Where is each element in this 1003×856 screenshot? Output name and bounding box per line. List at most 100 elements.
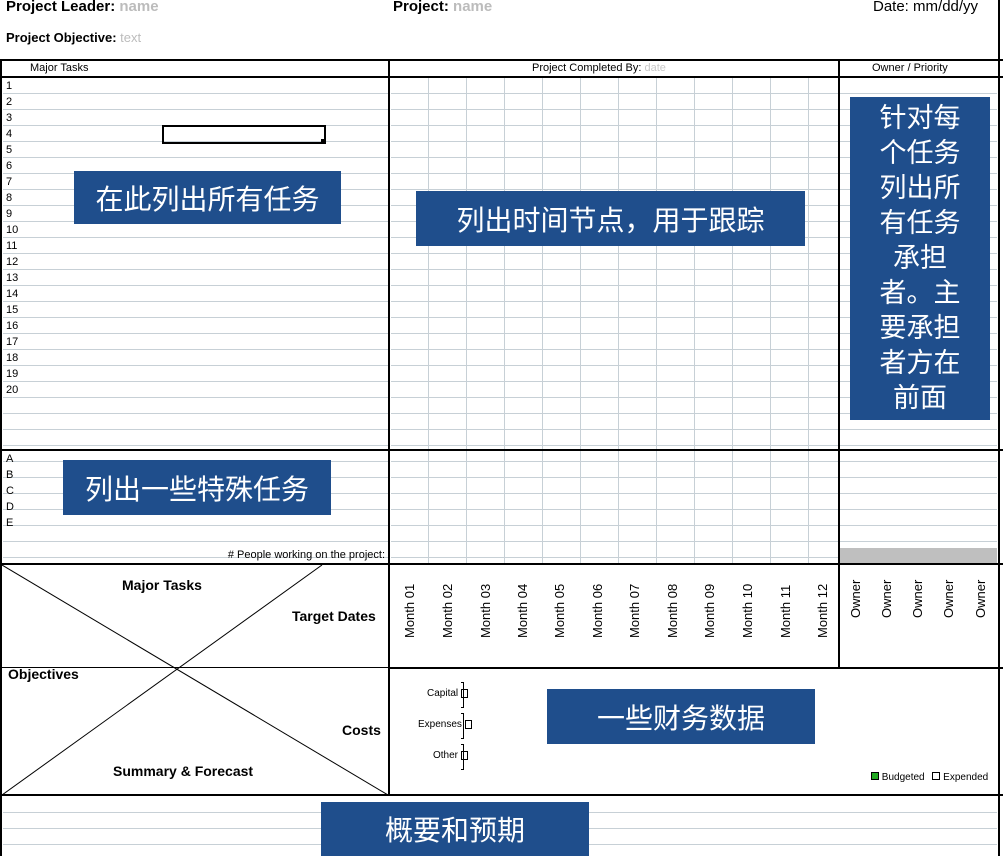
date-label: Date:	[873, 0, 909, 15]
other-label: Other	[433, 750, 459, 761]
completed-by-value[interactable]: date	[644, 62, 666, 74]
legend-expended: Expended	[943, 772, 989, 783]
owner-label: Owner	[973, 579, 988, 618]
project-field: Project: name	[393, 0, 492, 15]
project-label: Project:	[393, 0, 449, 15]
callout-special: 列出一些特殊任务	[63, 460, 331, 515]
task-number: 4	[6, 128, 13, 140]
owner-label: Owner	[941, 579, 956, 618]
task-number: 1	[6, 80, 13, 92]
task-number: 5	[6, 144, 13, 156]
tasks-right-border	[388, 59, 390, 796]
callout-summary: 概要和预期	[321, 802, 589, 856]
matrix-costs-label: Costs	[342, 722, 381, 738]
matrix-top-line	[0, 563, 1003, 565]
capital-bracket	[461, 682, 464, 708]
completed-by-label: Project Completed By:	[532, 62, 642, 74]
project-leader-value[interactable]: name	[119, 0, 159, 15]
expenses-row: Expenses	[418, 719, 472, 730]
capital-bar	[461, 688, 469, 698]
completed-by-header: Project Completed By: date	[532, 62, 666, 74]
matrix-bottom-line	[0, 794, 1003, 796]
expended-swatch	[932, 772, 941, 780]
month-label: Month 05	[552, 583, 567, 638]
expenses-bar	[464, 719, 472, 729]
owner-count-bar	[840, 548, 997, 564]
date-value[interactable]: mm/dd/yy	[913, 0, 979, 15]
project-leader-field: Project Leader: name	[6, 0, 159, 15]
task-number: 15	[6, 304, 19, 316]
frame-left	[0, 59, 2, 856]
capital-row: Capital	[427, 688, 469, 699]
matrix-mid-line	[0, 667, 389, 668]
task-number: 2	[6, 96, 13, 108]
special-task-letter: E	[6, 517, 14, 529]
selected-cell[interactable]	[162, 125, 326, 144]
project-value[interactable]: name	[453, 0, 493, 15]
people-working-label: # People working on the project:	[227, 549, 385, 561]
matrix-diagonals	[2, 565, 388, 795]
date-field: Date: mm/dd/yy	[873, 0, 978, 15]
matrix-major-tasks-label: Major Tasks	[122, 577, 202, 593]
expenses-bracket	[461, 713, 464, 739]
special-task-letter: B	[6, 469, 14, 481]
other-bar	[461, 750, 469, 760]
finance-top-line	[389, 667, 1003, 669]
month-label: Month 04	[515, 583, 530, 638]
month-label: Month 01	[402, 583, 417, 638]
tasks-divider	[0, 449, 1003, 451]
expenses-label: Expenses	[418, 719, 462, 730]
budgeted-swatch	[871, 772, 879, 780]
callout-owners: 针对每个任务列出所有任务承担者。主要承担者方在前面	[850, 97, 990, 420]
task-number: 16	[6, 320, 19, 332]
callout-tasks: 在此列出所有任务	[74, 171, 341, 224]
task-number: 3	[6, 112, 13, 124]
matrix-target-dates-label: Target Dates	[292, 608, 376, 624]
task-number: 19	[6, 368, 19, 380]
task-number: 17	[6, 336, 19, 348]
callout-finance: 一些财务数据	[547, 689, 815, 744]
task-number: 12	[6, 256, 19, 268]
month-label: Month 11	[778, 584, 793, 638]
task-number: 14	[6, 288, 19, 300]
month-label: Month 08	[665, 583, 680, 638]
header-divider	[0, 59, 1003, 61]
special-task-letter: A	[6, 453, 14, 465]
other-bracket	[461, 744, 464, 770]
month-label: Month 09	[702, 583, 717, 638]
task-number: 9	[6, 208, 13, 220]
task-number: 8	[6, 192, 13, 204]
diagonal-line	[2, 565, 388, 795]
owner-priority-header: Owner / Priority	[872, 62, 948, 74]
project-objective-value[interactable]: text	[120, 30, 142, 45]
owner-label: Owner	[879, 579, 894, 618]
special-task-letter: D	[6, 501, 14, 513]
task-number: 10	[6, 224, 19, 236]
project-leader-label: Project Leader:	[6, 0, 116, 15]
month-label: Month 12	[815, 583, 830, 638]
task-number: 6	[6, 160, 13, 172]
capital-label: Capital	[427, 688, 459, 699]
month-label: Month 06	[590, 583, 605, 638]
callout-timeline: 列出时间节点，用于跟踪	[416, 191, 805, 246]
owner-label: Owner	[848, 579, 863, 618]
other-row: Other	[433, 750, 469, 761]
column-header-divider	[0, 76, 1003, 78]
legend-budgeted: Budgeted	[881, 772, 925, 783]
fill-handle[interactable]	[321, 139, 326, 144]
owner-label: Owner	[910, 579, 925, 618]
month-label: Month 10	[740, 583, 755, 638]
task-number: 20	[6, 384, 19, 396]
diagonal-line	[2, 565, 323, 795]
special-task-letter: C	[6, 485, 14, 497]
timeline-grid	[391, 78, 838, 565]
matrix-objectives-label: Objectives	[8, 666, 79, 682]
owner-left-border	[838, 59, 840, 669]
month-label: Month 02	[440, 583, 455, 638]
task-number: 18	[6, 352, 19, 364]
matrix-summary-label: Summary & Forecast	[113, 763, 254, 779]
task-number: 7	[6, 176, 13, 188]
project-objective-field: Project Objective: text	[6, 30, 141, 45]
major-tasks-header: Major Tasks	[30, 62, 89, 74]
finance-legend: Budgeted Expended	[871, 772, 988, 783]
